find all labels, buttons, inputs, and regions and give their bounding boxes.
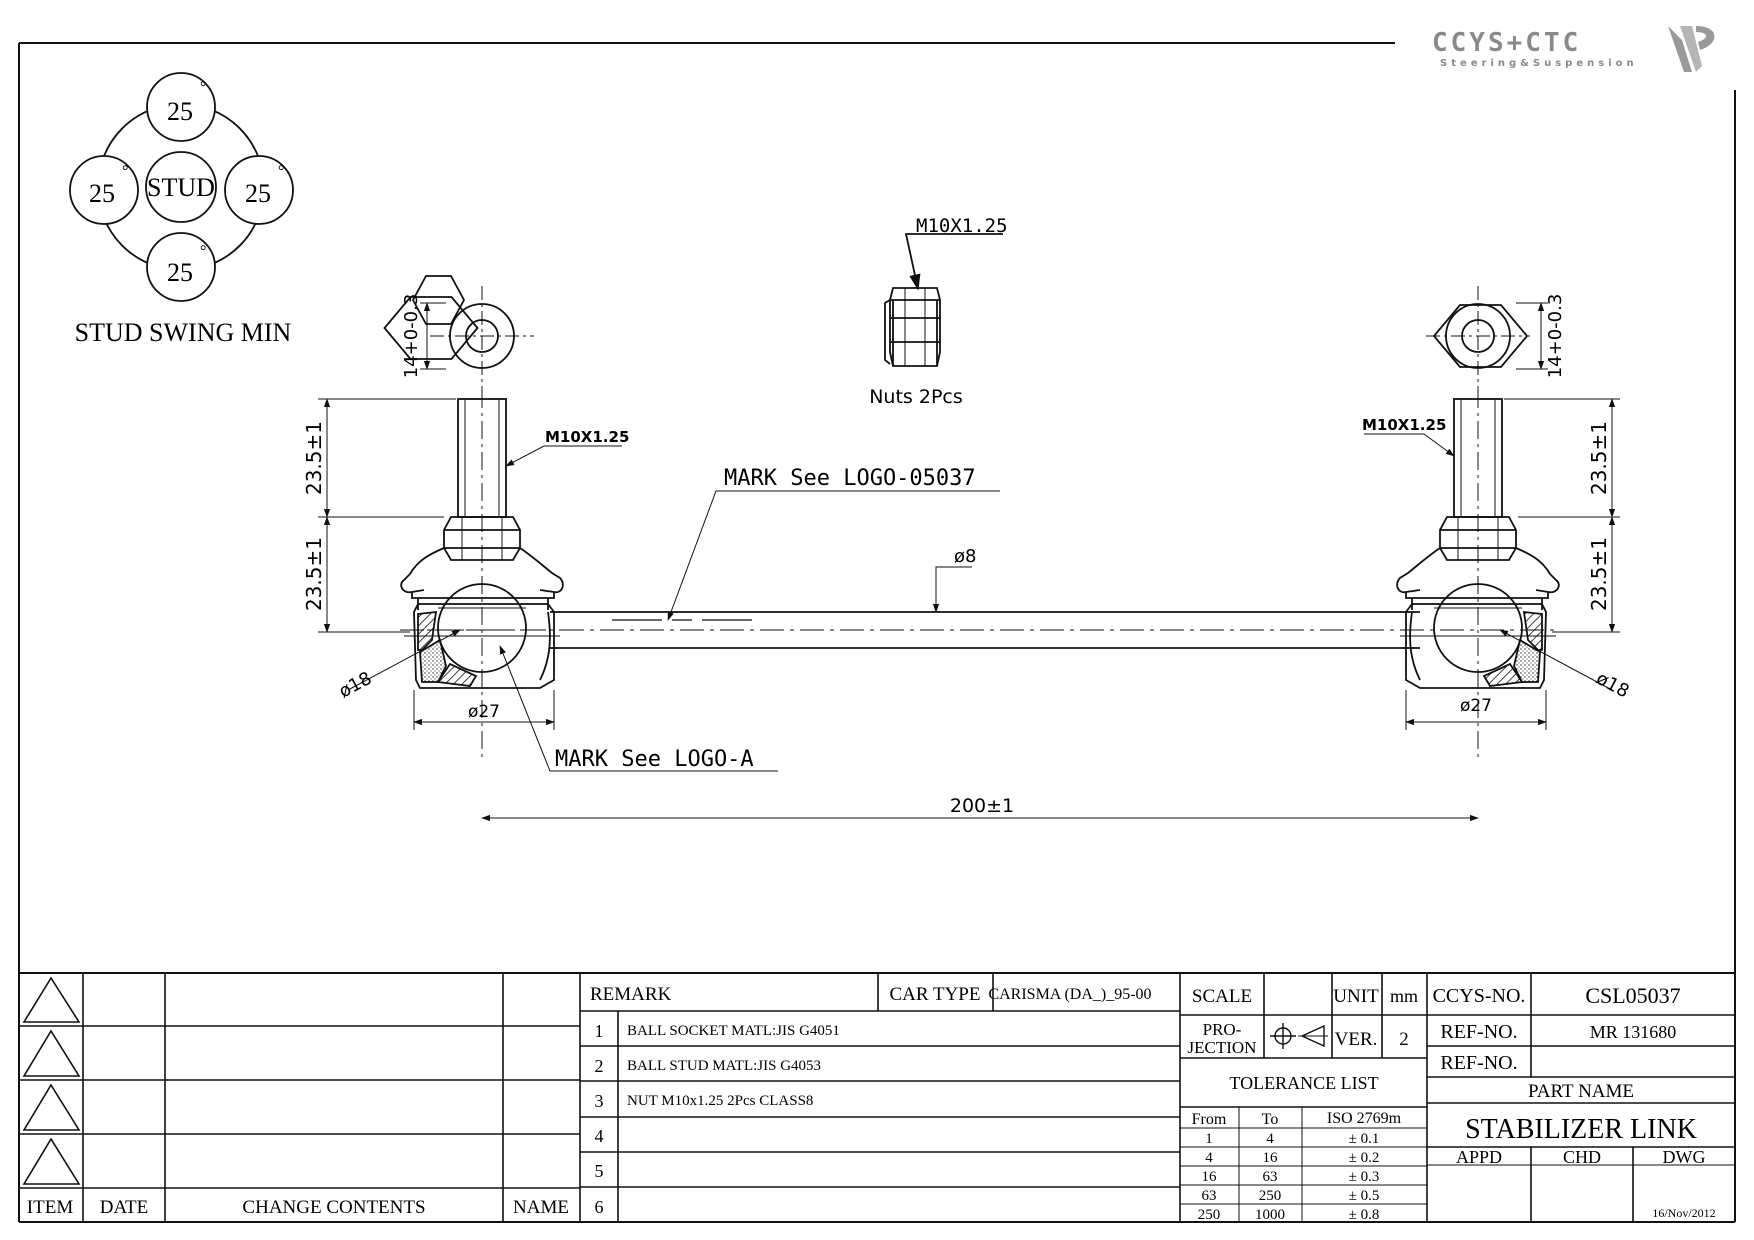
rev-header-date: DATE <box>100 1197 149 1218</box>
tol-from-2: 4 <box>1205 1150 1213 1166</box>
swing-angle-bottom: 25 <box>167 258 193 287</box>
tol-to-1: 4 <box>1266 1131 1274 1147</box>
scale-label: SCALE <box>1192 986 1252 1007</box>
remark-no-2: 2 <box>595 1056 604 1076</box>
tolerance-title: TOLERANCE LIST <box>1229 1073 1378 1093</box>
rev-header-name: NAME <box>513 1197 569 1218</box>
socket-diameter-right: ø27 <box>1460 696 1492 716</box>
ver-label: VER. <box>1335 1029 1378 1050</box>
degree-bottom: ° <box>200 243 206 260</box>
tol-header-from: From <box>1192 1111 1227 1128</box>
projection-label-1: PRO- <box>1203 1020 1242 1039</box>
part-name-label: PART NAME <box>1528 1081 1634 1102</box>
part-name-value: STABILIZER LINK <box>1465 1114 1697 1145</box>
mark-logo-top-label: MARK See LOGO-05037 <box>724 466 976 491</box>
appd-label: APPD <box>1456 1147 1502 1167</box>
ver-value: 2 <box>1399 1029 1409 1050</box>
dimension-lines <box>318 398 1620 822</box>
car-type-value: CARISMA (DA_)_95-00 <box>988 986 1151 1003</box>
stud-thread-left-label: M10X1.25 <box>545 428 629 446</box>
drawing-date: 16/Nov/2012 <box>1652 1206 1715 1220</box>
projection-symbol-icon <box>1270 1023 1328 1049</box>
remark-no-5: 5 <box>595 1161 604 1181</box>
tol-header-to: To <box>1262 1111 1279 1128</box>
tolerance-rows: 1 4 ± 0.1 4 16 ± 0.2 16 63 ± 0.3 63 250 … <box>1198 1131 1380 1223</box>
nuts-caption: Nuts 2Pcs <box>869 386 963 408</box>
remark-text-3: NUT M10x1.25 2Pcs CLASS8 <box>627 1093 813 1109</box>
tol-value-3: ± 0.3 <box>1349 1169 1380 1185</box>
tol-to-2: 16 <box>1263 1150 1279 1166</box>
hex-width-left: 14+0-0.3 <box>401 294 422 379</box>
swing-angle-left: 25 <box>89 179 115 208</box>
title-block <box>1427 973 1735 1222</box>
unit-label: UNIT <box>1333 986 1379 1007</box>
chd-label: CHD <box>1563 1147 1601 1167</box>
remark-no-6: 6 <box>595 1197 604 1217</box>
hex-top-view-left <box>383 275 534 390</box>
logo-tagline: Steering&Suspension <box>1440 58 1638 69</box>
hex-top-view-right <box>1426 286 1548 390</box>
swing-caption: STUD SWING MIN <box>75 318 292 347</box>
revision-table <box>19 973 581 1222</box>
remarks-table <box>580 973 1181 1222</box>
stud-swing-diagram: STUD 25 ° 25 ° 25 ° 25 ° STUD SWING MIN <box>69 72 294 347</box>
rev-header-change: CHANGE CONTENTS <box>242 1197 425 1218</box>
ref-no-1-value: MR 131680 <box>1590 1022 1677 1042</box>
ccys-no-label: CCYS-NO. <box>1433 985 1526 1007</box>
stabilizer-rod <box>400 611 1560 649</box>
swing-angle-right: 25 <box>245 179 271 208</box>
tol-value-5: ± 0.8 <box>1349 1207 1380 1223</box>
ball-diameter-right: ø18 <box>1593 668 1633 702</box>
overall-length-label: 200±1 <box>950 795 1014 817</box>
tol-from-5: 250 <box>1198 1207 1221 1223</box>
swing-angle-top: 25 <box>167 97 193 126</box>
tol-value-4: ± 0.5 <box>1349 1188 1380 1204</box>
remark-no-3: 3 <box>595 1091 604 1111</box>
tol-to-4: 250 <box>1259 1188 1282 1204</box>
nut-detail <box>884 233 1003 367</box>
remark-header: REMARK <box>590 984 672 1005</box>
logo-brand: CCYS+CTC <box>1432 28 1582 58</box>
dwg-label: DWG <box>1663 1147 1706 1167</box>
ref-no-1-label: REF-NO. <box>1440 1021 1517 1043</box>
tol-from-4: 63 <box>1202 1188 1217 1204</box>
ball-diameter-left: ø18 <box>336 668 376 702</box>
tol-value-2: ± 0.2 <box>1349 1150 1380 1166</box>
dim-body-length-right: 23.5±1 <box>1587 537 1611 611</box>
tol-value-1: ± 0.1 <box>1349 1131 1380 1147</box>
stud-thread-right-label: M10X1.25 <box>1362 416 1446 434</box>
remark-text-2: BALL STUD MATL:JIS G4053 <box>627 1058 821 1074</box>
hex-width-right: 14+0-0.3 <box>1545 294 1566 379</box>
swing-center-label: STUD <box>147 173 215 202</box>
degree-right: ° <box>278 163 284 180</box>
company-logo: CCYS+CTC Steering&Suspension <box>1430 22 1730 82</box>
rod-diameter-label: ø8 <box>954 546 976 567</box>
dim-body-length-left: 23.5±1 <box>302 537 326 611</box>
spec-table <box>1180 973 1428 1222</box>
dim-stud-length-right: 23.5±1 <box>1587 421 1611 495</box>
mark-logo-bottom-label: MARK See LOGO-A <box>555 747 754 772</box>
tol-to-3: 63 <box>1263 1169 1278 1185</box>
logo-mark-icon <box>1668 26 1715 72</box>
tol-to-5: 1000 <box>1255 1207 1285 1223</box>
ccys-no-value: CSL05037 <box>1585 983 1680 1008</box>
tol-from-3: 16 <box>1202 1169 1218 1185</box>
tol-header-iso: ISO 2769m <box>1327 1110 1402 1127</box>
nut-thread-label: M10X1.25 <box>916 215 1008 237</box>
remark-no-4: 4 <box>595 1126 604 1146</box>
dim-stud-length-left: 23.5±1 <box>302 421 326 495</box>
projection-label-2: JECTION <box>1188 1038 1257 1057</box>
rev-header-item: ITEM <box>27 1197 74 1218</box>
unit-value: mm <box>1390 986 1418 1006</box>
ref-no-2-label: REF-NO. <box>1440 1052 1517 1074</box>
degree-left: ° <box>122 163 128 180</box>
remark-text-1: BALL SOCKET MATL:JIS G4051 <box>627 1023 840 1039</box>
remark-no-1: 1 <box>595 1021 604 1041</box>
socket-diameter-left: ø27 <box>468 702 500 722</box>
degree-top: ° <box>200 79 206 96</box>
car-type-label: CAR TYPE <box>890 984 981 1005</box>
ball-joint-right <box>1396 390 1560 760</box>
tol-from-1: 1 <box>1205 1131 1213 1147</box>
